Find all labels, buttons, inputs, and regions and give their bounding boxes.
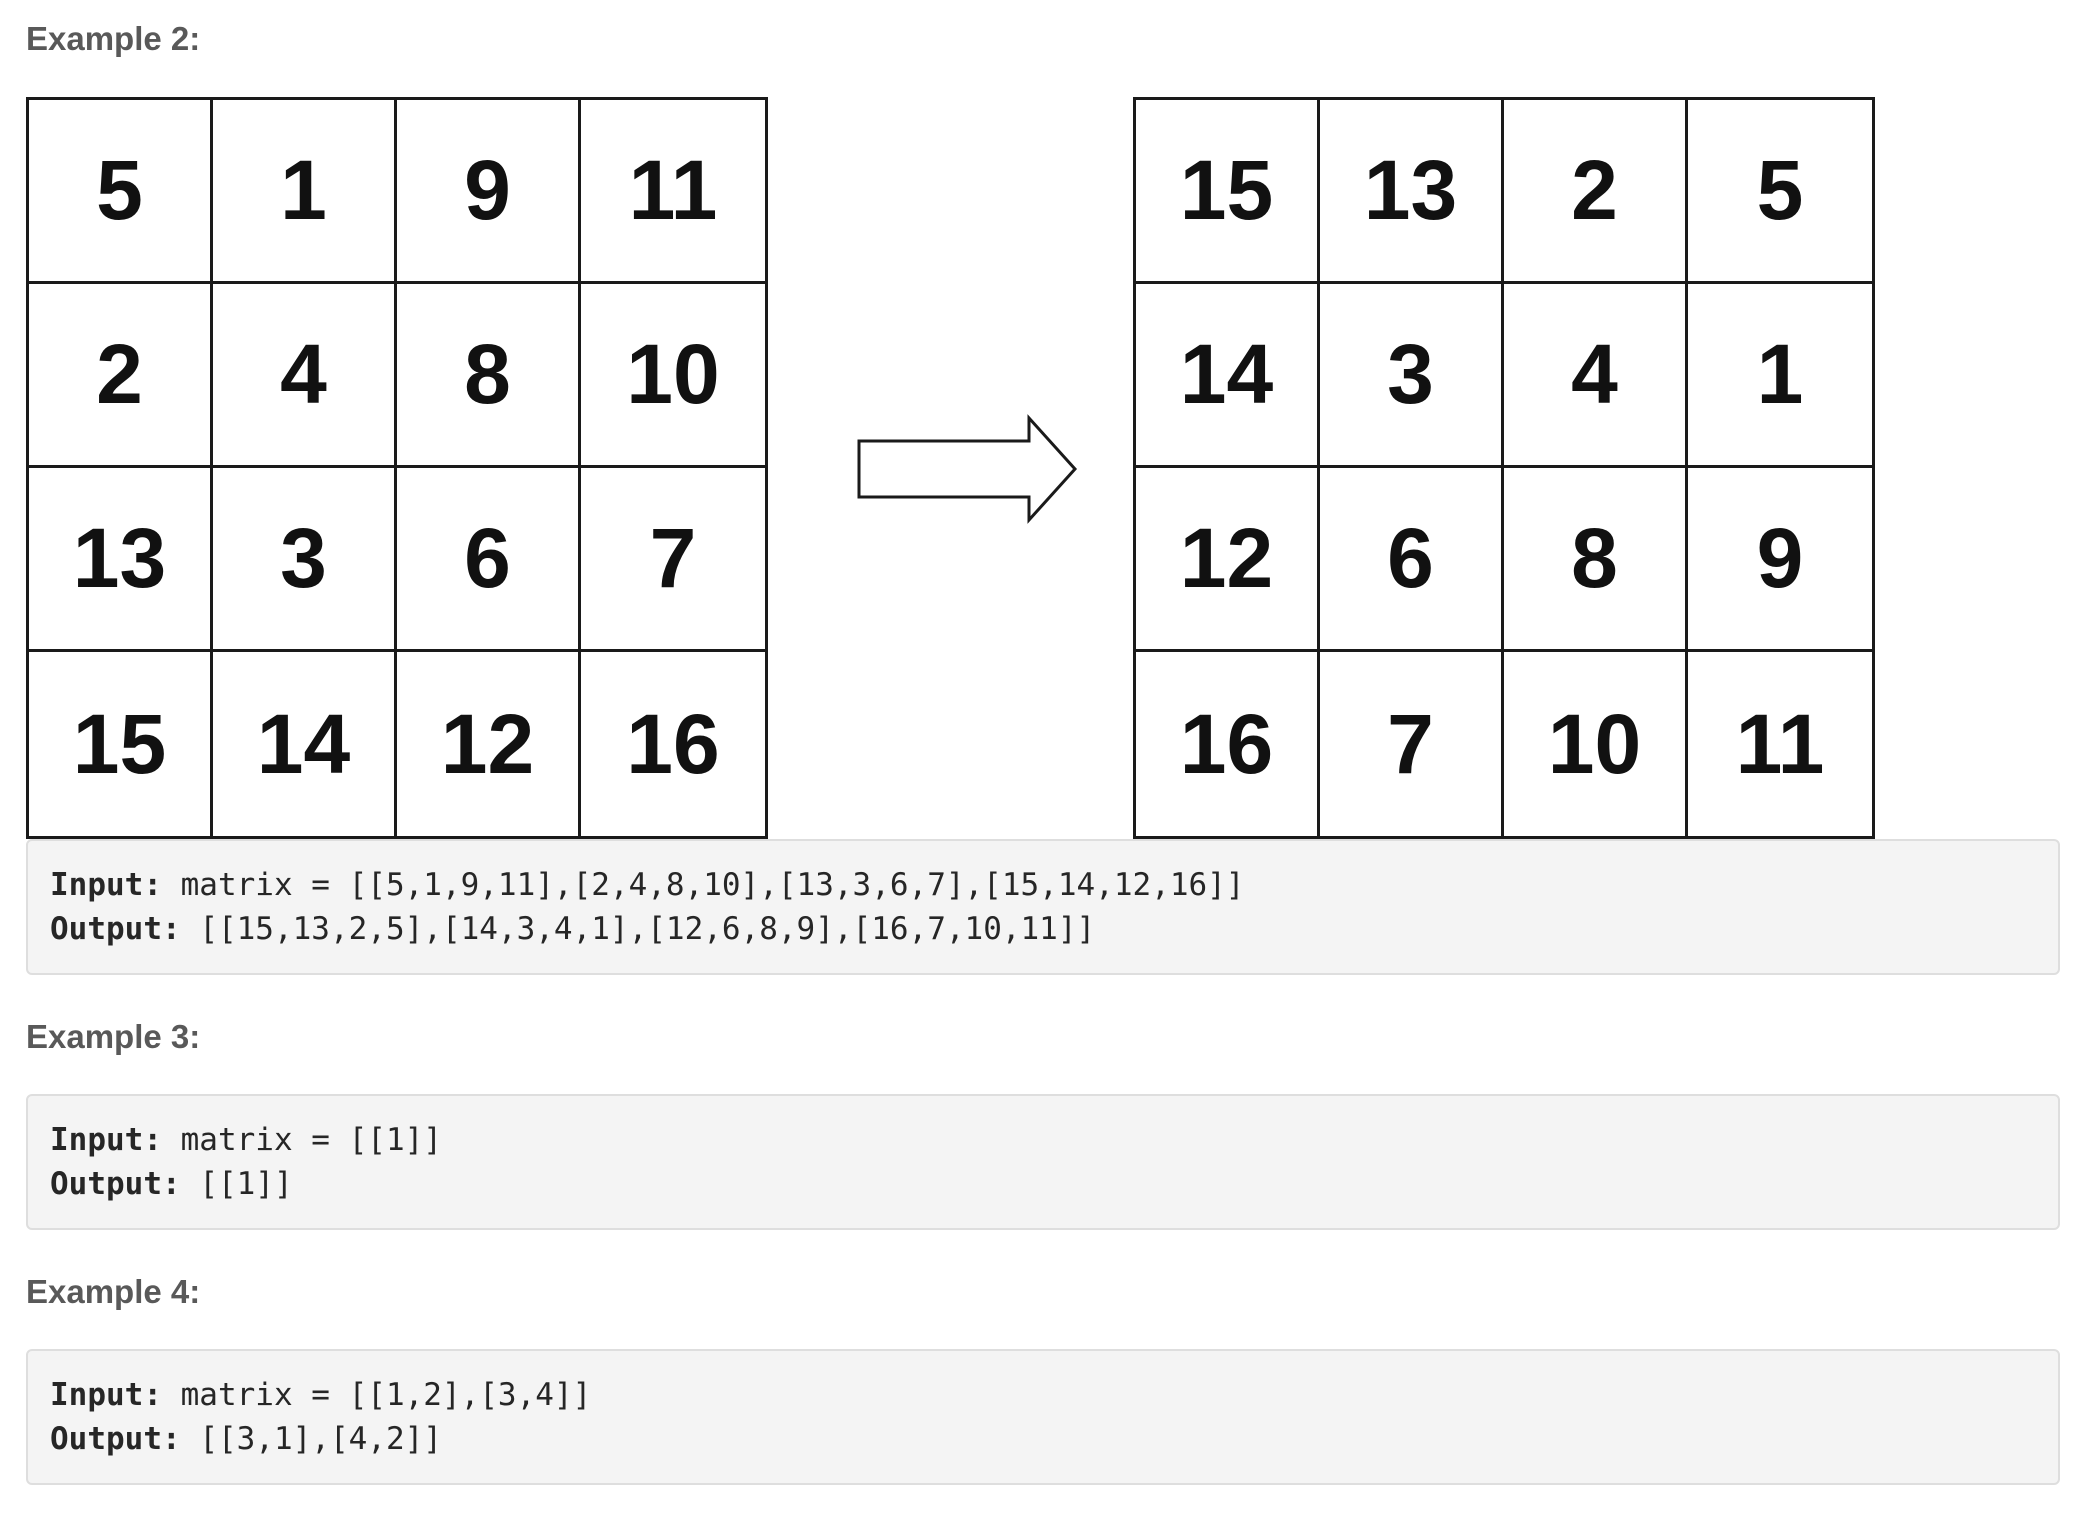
output-matrix-grid: 15 13 2 5 14 3 4 1 12 6 8 9 16 7 10 11	[1133, 97, 1875, 839]
matrix-cell: 12	[1136, 468, 1320, 652]
matrix-cell: 10	[581, 284, 765, 468]
matrix-cell: 16	[1136, 652, 1320, 836]
example-3-heading: Example 3:	[26, 1018, 201, 1055]
matrix-cell: 7	[581, 468, 765, 652]
input-line: Input: matrix = [[5,1,9,11],[2,4,8,10],[…	[50, 863, 2036, 907]
input-value: matrix = [[1,2],[3,4]]	[161, 1377, 592, 1413]
output-line: Output: [[3,1],[4,2]]	[50, 1417, 2036, 1461]
input-value: matrix = [[1]]	[161, 1122, 442, 1158]
matrix-cell: 8	[1504, 468, 1688, 652]
matrix-cell: 4	[1504, 284, 1688, 468]
matrix-cell: 8	[397, 284, 581, 468]
input-label: Input:	[50, 867, 162, 903]
output-value: [[1]]	[180, 1166, 293, 1202]
matrix-cell: 2	[29, 284, 213, 468]
matrix-cell: 3	[213, 468, 397, 652]
matrix-cell: 3	[1320, 284, 1504, 468]
matrix-cell: 9	[397, 100, 581, 284]
example-4-code-block: Input: matrix = [[1,2],[3,4]] Output: [[…	[26, 1349, 2060, 1485]
matrix-cell: 11	[581, 100, 765, 284]
matrix-cell: 1	[1688, 284, 1872, 468]
example-3-code-block: Input: matrix = [[1]] Output: [[1]]	[26, 1094, 2060, 1230]
output-label: Output:	[50, 911, 181, 947]
output-value: [[15,13,2,5],[14,3,4,1],[12,6,8,9],[16,7…	[180, 911, 1096, 947]
matrix-cell: 12	[397, 652, 581, 836]
input-label: Input:	[50, 1122, 162, 1158]
output-value: [[3,1],[4,2]]	[180, 1421, 442, 1457]
output-label: Output:	[50, 1421, 181, 1457]
matrix-cell: 4	[213, 284, 397, 468]
matrix-cell: 15	[1136, 100, 1320, 284]
input-value: matrix = [[5,1,9,11],[2,4,8,10],[13,3,6,…	[161, 867, 1245, 903]
matrix-cell: 5	[1688, 100, 1872, 284]
matrix-cell: 5	[29, 100, 213, 284]
input-line: Input: matrix = [[1,2],[3,4]]	[50, 1373, 2036, 1417]
example-2-code-block: Input: matrix = [[5,1,9,11],[2,4,8,10],[…	[26, 839, 2060, 975]
output-line: Output: [[15,13,2,5],[14,3,4,1],[12,6,8,…	[50, 907, 2036, 951]
example-4-heading: Example 4:	[26, 1273, 201, 1310]
matrix-cell: 11	[1735, 696, 1825, 791]
matrix-cell: 10	[1504, 652, 1688, 836]
input-line: Input: matrix = [[1]]	[50, 1118, 2036, 1162]
input-label: Input:	[50, 1377, 162, 1413]
matrix-cell: 13	[29, 468, 213, 652]
matrix-cell: 2	[1504, 100, 1688, 284]
matrix-cell: 15	[29, 652, 213, 836]
matrix-cell: 16	[626, 696, 720, 791]
input-matrix-grid: 5 1 9 11 2 4 8 10 13 3 6 7 15 14 12 16	[26, 97, 768, 839]
example-2-heading: Example 2:	[26, 20, 201, 57]
output-line: Output: [[1]]	[50, 1162, 2036, 1206]
matrix-cell: 6	[397, 468, 581, 652]
matrix-cell: 6	[1320, 468, 1504, 652]
matrix-cell: 9	[1688, 468, 1872, 652]
matrix-cell: 14	[1136, 284, 1320, 468]
matrix-cell: 14	[213, 652, 397, 836]
output-label: Output:	[50, 1166, 181, 1202]
right-arrow-icon	[857, 414, 1078, 524]
matrix-cell: 13	[1320, 100, 1504, 284]
matrix-cell: 7	[1320, 652, 1504, 836]
matrix-cell: 1	[213, 100, 397, 284]
